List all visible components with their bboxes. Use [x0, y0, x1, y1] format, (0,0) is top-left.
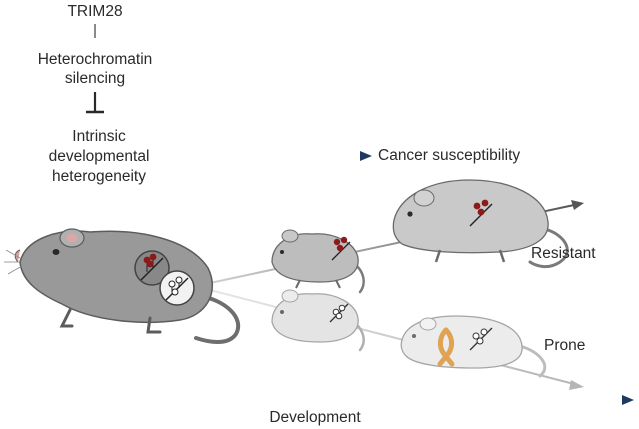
- adult-mouse-icon: [4, 228, 240, 344]
- development-label: Development: [269, 409, 361, 426]
- awareness-ribbon-icon: [437, 327, 455, 367]
- prone-label: Prone: [544, 337, 586, 354]
- inhibition-icon: [86, 92, 104, 114]
- susceptibility-arrow: [195, 151, 372, 161]
- cancer-susceptibility-label: Cancer susceptibility: [378, 147, 521, 164]
- silencing-label: silencing: [64, 70, 126, 87]
- mouse-pup-prone-icon: [271, 289, 365, 352]
- chromatin-marker-empty-icon: [165, 276, 189, 301]
- heterogeneity-label: heterogeneity: [52, 168, 146, 185]
- chromatin-marker-icon: [140, 253, 164, 281]
- development-arrow: [4, 395, 634, 405]
- intrinsic-label: Intrinsic: [72, 128, 126, 145]
- mouse-pup-resistant-icon: [271, 229, 365, 294]
- trajectory-prone: [209, 289, 584, 390]
- developmental-label: developmental: [48, 148, 150, 165]
- mouse-resistant-icon: [392, 179, 569, 269]
- heterochromatin-label: Heterochromatin: [37, 51, 153, 68]
- mouse-prone-icon: [400, 315, 547, 378]
- resistant-label: Resistant: [531, 245, 596, 262]
- trim28-label: TRIM28: [67, 3, 123, 20]
